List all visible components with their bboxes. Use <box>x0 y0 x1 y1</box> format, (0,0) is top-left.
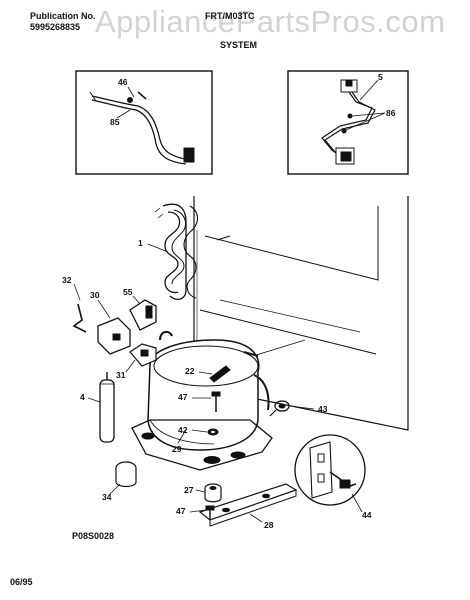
callout-1: 1 <box>138 238 143 248</box>
part-28-bracket <box>198 483 298 527</box>
part-4-cylinder <box>99 372 115 443</box>
diagram-id: P08S0028 <box>72 531 115 541</box>
compressor <box>131 330 273 471</box>
callout-46: 46 <box>118 77 128 87</box>
footer-date: 06/95 <box>10 577 33 587</box>
part-43-clamp <box>269 400 290 417</box>
callout-47-lower: 47 <box>176 506 186 516</box>
callout-43: 43 <box>318 404 328 414</box>
callout-30: 30 <box>90 290 100 300</box>
condenser-coil <box>154 203 199 301</box>
callout-5: 5 <box>378 72 383 82</box>
callout-34: 34 <box>102 492 112 502</box>
publication-number: 5995268835 <box>30 22 81 32</box>
publication-info: Publication No. 5995268835 <box>30 11 96 33</box>
part-44-outlet-inset <box>294 434 366 506</box>
model-number: FRT/M03TC <box>205 11 255 21</box>
callout-85: 85 <box>110 117 120 127</box>
callout-22: 22 <box>185 366 195 376</box>
leader-lines <box>73 79 386 523</box>
callout-4: 4 <box>80 392 85 402</box>
callout-86: 86 <box>386 108 396 118</box>
section-title: SYSTEM <box>220 40 258 50</box>
callout-numbers: 46 85 5 86 1 32 30 55 31 4 22 47 42 29 4… <box>62 72 396 530</box>
callout-42: 42 <box>178 425 188 435</box>
callout-27: 27 <box>184 485 194 495</box>
relay-assembly <box>72 299 157 367</box>
callout-47-upper: 47 <box>178 392 188 402</box>
callout-32: 32 <box>62 275 72 285</box>
callout-44: 44 <box>362 510 372 520</box>
part-27-grommet <box>204 483 222 503</box>
publication-label: Publication No. <box>30 11 96 21</box>
callout-28: 28 <box>264 520 274 530</box>
part-34-capacitor <box>115 461 137 488</box>
callout-31: 31 <box>116 370 126 380</box>
callout-29: 29 <box>172 444 182 454</box>
callout-55: 55 <box>123 287 133 297</box>
inset-harness <box>75 70 213 175</box>
inset-wiring <box>287 70 409 175</box>
watermark: AppliancePartsPros.com <box>95 4 446 39</box>
cabinet-outline <box>193 196 409 431</box>
